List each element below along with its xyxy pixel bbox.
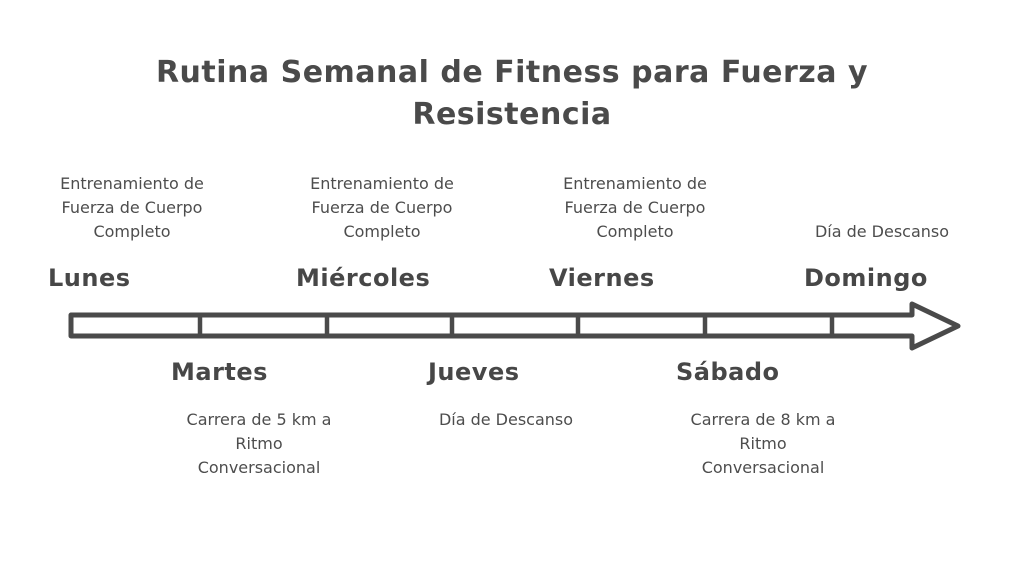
day-label-lunes: Lunes <box>48 264 131 292</box>
day-label-jueves: Jueves <box>428 358 520 386</box>
activity-viernes: Entrenamiento de Fuerza de Cuerpo Comple… <box>563 174 707 241</box>
day-label-sabado: Sábado <box>676 358 780 386</box>
timeline-arrow <box>68 301 961 351</box>
activity-martes: Carrera de 5 km a Ritmo Conversacional <box>186 410 332 477</box>
page-title: Rutina Semanal de Fitness para Fuerza y … <box>155 55 869 132</box>
activity-jueves: Día de Descanso <box>438 410 574 429</box>
day-label-domingo: Domingo <box>804 264 928 292</box>
arrow-outline <box>68 301 961 351</box>
day-label-miercoles: Miércoles <box>296 264 431 292</box>
activity-domingo: Día de Descanso <box>814 222 950 241</box>
activity-lunes: Entrenamiento de Fuerza de Cuerpo Comple… <box>60 174 204 241</box>
day-label-martes: Martes <box>171 358 268 386</box>
activity-sabado: Carrera de 8 km a Ritmo Conversacional <box>690 410 836 477</box>
activity-miercoles: Entrenamiento de Fuerza de Cuerpo Comple… <box>310 174 454 241</box>
day-label-viernes: Viernes <box>549 264 655 292</box>
